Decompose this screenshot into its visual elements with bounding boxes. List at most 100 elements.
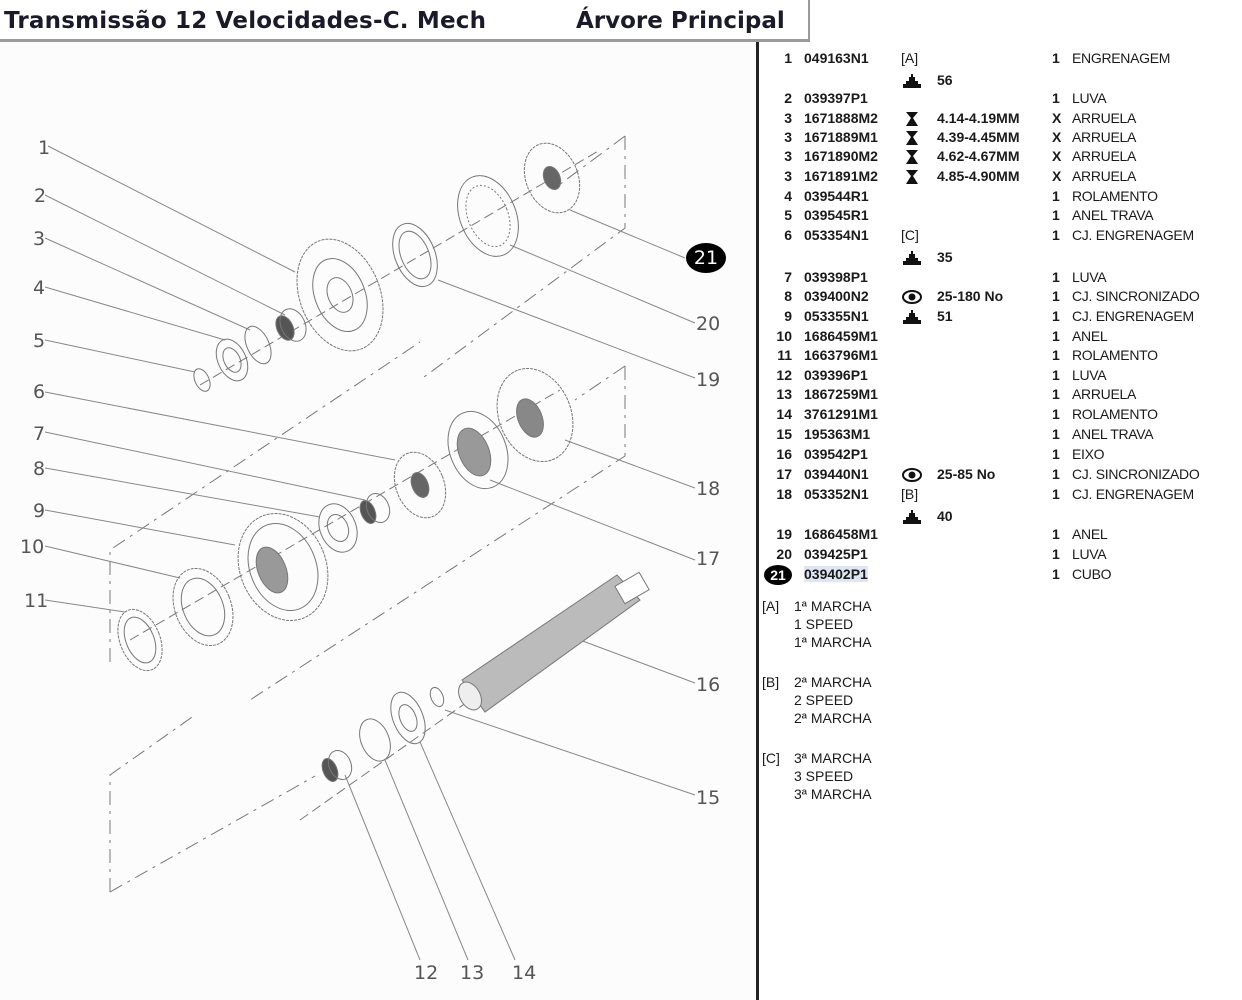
part-number[interactable]: 1686459M1 bbox=[804, 328, 878, 344]
eye-icon bbox=[902, 289, 922, 305]
parts-drawing bbox=[117, 142, 650, 821]
part-number[interactable]: 1671890M2 bbox=[804, 148, 878, 164]
callout-7[interactable]: 7 bbox=[33, 423, 45, 445]
quantity: 1 bbox=[1052, 446, 1060, 462]
parts-row-detail[interactable]: 56 bbox=[760, 72, 1242, 90]
part-number[interactable]: 039402P1 bbox=[804, 566, 868, 582]
callout-13[interactable]: 13 bbox=[460, 962, 484, 984]
description: CJ. ENGRENAGEM bbox=[1072, 308, 1194, 324]
parts-row-detail[interactable]: 35 bbox=[760, 249, 1242, 267]
part-number[interactable]: 1686458M1 bbox=[804, 526, 878, 542]
callout-11[interactable]: 11 bbox=[24, 590, 48, 612]
callout-15[interactable]: 15 bbox=[696, 787, 720, 809]
part-8-synchronizer bbox=[318, 503, 358, 553]
part-number[interactable]: 3761291M1 bbox=[804, 406, 878, 422]
part-number[interactable]: 039425P1 bbox=[804, 546, 868, 562]
part-number[interactable]: 039542P1 bbox=[804, 446, 868, 462]
part-number[interactable]: 039440N1 bbox=[804, 466, 869, 482]
item-number: 10 bbox=[776, 328, 792, 344]
part-number[interactable]: 039397P1 bbox=[804, 90, 868, 106]
item-number: 3 bbox=[784, 110, 792, 126]
item-number: 4 bbox=[784, 188, 792, 204]
callout-21-highlighted[interactable]: 21 bbox=[686, 243, 726, 273]
description: ARRUELA bbox=[1072, 110, 1137, 126]
callout-2[interactable]: 2 bbox=[34, 185, 46, 207]
description: LUVA bbox=[1072, 367, 1107, 383]
part-number[interactable]: 1671889M1 bbox=[804, 129, 878, 145]
part-number[interactable]: 1663796M1 bbox=[804, 347, 878, 363]
item-number: 17 bbox=[776, 466, 792, 482]
callout-16[interactable]: 16 bbox=[696, 674, 720, 696]
thickness-icon bbox=[902, 169, 922, 185]
part-number[interactable]: 195363M1 bbox=[804, 426, 871, 442]
callout-14[interactable]: 14 bbox=[512, 962, 536, 984]
callout-17[interactable]: 17 bbox=[696, 548, 720, 570]
spec-value: 51 bbox=[937, 308, 953, 324]
callout-10[interactable]: 10 bbox=[20, 536, 44, 558]
part-number[interactable]: 1867259M1 bbox=[804, 386, 878, 402]
footnote-line: 3 SPEED bbox=[794, 768, 854, 784]
parts-row-detail[interactable]: 40 bbox=[760, 508, 1242, 526]
callout-4[interactable]: 4 bbox=[33, 277, 45, 299]
part-number[interactable]: 039545R1 bbox=[804, 207, 869, 223]
frame-lower bbox=[109, 714, 196, 892]
panel-divider bbox=[756, 42, 759, 1000]
part-number[interactable]: 049163N1 bbox=[804, 50, 869, 66]
callout-9[interactable]: 9 bbox=[33, 500, 45, 522]
quantity: 1 bbox=[1052, 367, 1060, 383]
callout-5[interactable]: 5 bbox=[33, 330, 45, 352]
item-number: 3 bbox=[784, 168, 792, 184]
part-number[interactable]: 039544R1 bbox=[804, 188, 869, 204]
callout-12[interactable]: 12 bbox=[414, 962, 438, 984]
part-number[interactable]: 1671888M2 bbox=[804, 110, 878, 126]
callout-20[interactable]: 20 bbox=[696, 313, 720, 335]
part-number[interactable]: 053355N1 bbox=[804, 308, 869, 324]
part-number[interactable]: 039398P1 bbox=[804, 269, 868, 285]
part-number[interactable]: 053352N1 bbox=[804, 486, 869, 502]
gear-teeth-icon bbox=[902, 509, 922, 525]
callout-18[interactable]: 18 bbox=[696, 478, 720, 500]
spec-value: 35 bbox=[937, 249, 953, 265]
part-number[interactable]: 039396P1 bbox=[804, 367, 868, 383]
quantity: X bbox=[1052, 110, 1062, 126]
description: ANEL bbox=[1072, 328, 1108, 344]
description: ROLAMENTO bbox=[1072, 406, 1158, 422]
quantity: 1 bbox=[1052, 466, 1060, 482]
part-number[interactable]: 053354N1 bbox=[804, 227, 869, 243]
item-number: 11 bbox=[777, 347, 792, 363]
callout-8[interactable]: 8 bbox=[33, 458, 45, 480]
description: ROLAMENTO bbox=[1072, 347, 1158, 363]
part-number[interactable]: 1671891M2 bbox=[804, 168, 878, 184]
callout-1[interactable]: 1 bbox=[38, 137, 50, 159]
quantity: 1 bbox=[1052, 227, 1060, 243]
callout-6[interactable]: 6 bbox=[33, 381, 45, 403]
frame-upper bbox=[419, 136, 626, 381]
callout-19[interactable]: 19 bbox=[696, 369, 720, 391]
part-number[interactable]: 039400N2 bbox=[804, 288, 869, 304]
callout-3[interactable]: 3 bbox=[33, 228, 45, 250]
